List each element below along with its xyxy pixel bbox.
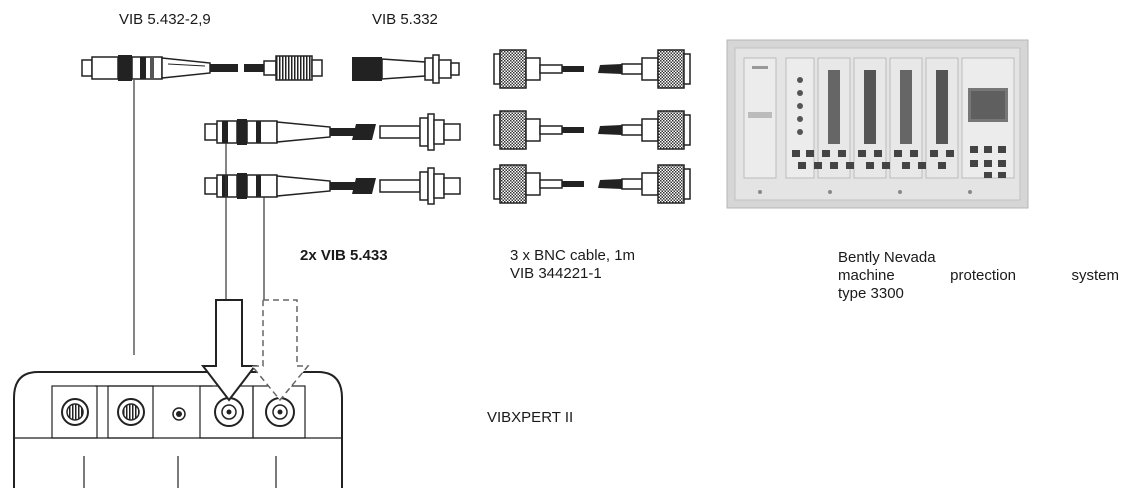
cable-vib-5-433-upper <box>205 114 460 150</box>
vibxpert-device <box>14 372 342 488</box>
bently-nevada-rack-image <box>727 40 1028 208</box>
bnc-cable-2 <box>494 111 690 149</box>
bnc-cable-1 <box>494 50 690 88</box>
adapter-vib-5-332 <box>352 55 459 83</box>
cable-vib-5-433-lower <box>205 168 460 204</box>
cable-vib-5-432 <box>82 55 322 81</box>
bnc-cable-3 <box>494 165 690 203</box>
